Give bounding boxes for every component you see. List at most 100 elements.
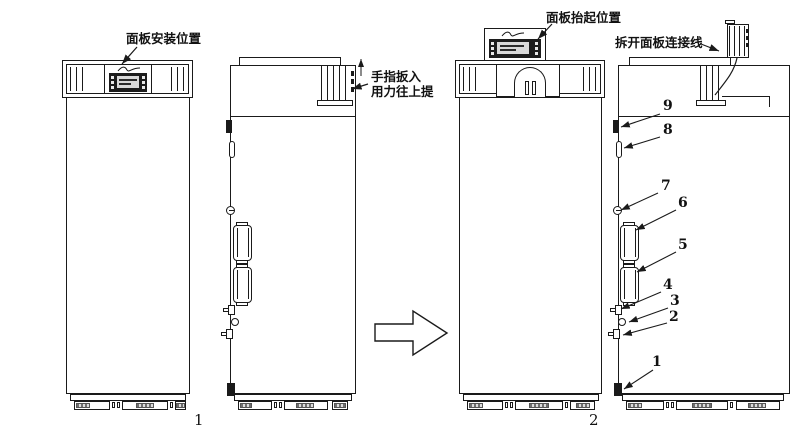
unit4-cap-step-h [722,96,770,97]
callout-number-7: 7 [661,178,671,194]
callout-number-2: 2 [669,309,679,325]
unit4-cap-divider [618,116,790,117]
callout-number-5: 5 [678,237,688,253]
unit1-foot-left [74,401,110,410]
unit1-display-screen [109,73,147,92]
brand-logo-icon [117,66,141,72]
unit1-lcd [117,76,139,88]
lifted-panel-strips [729,26,746,56]
unit3-cap-vent-right [583,67,597,91]
unit3-wire-terminal [532,81,536,95]
unit4-peg-head-item4 [615,305,622,315]
unit4-foot-conn [671,402,674,408]
label-finger-pull: 手指扳入 用力往上提 [371,69,434,99]
unit3-foot-conn [510,402,513,408]
unit1-foot-conn [117,402,120,408]
unit2-bracket-flange [236,260,248,264]
lifted-panel-latch [746,29,749,33]
unit4-handle-bracket-item5 [620,267,639,303]
unit3-base-plate [463,394,599,401]
detached-panel-screen [489,39,541,58]
figure-1-number: 1 [194,411,204,429]
unit4-foot-conn [666,402,669,408]
unit2-foot-center-pad [296,403,314,408]
unit4-cap-step-v [769,96,770,107]
unit2-panel-latch [351,87,354,92]
unit3-foot-conn [565,402,568,408]
label-finger-pull-line2: 用力往上提 [371,84,434,99]
unit1-foot-conn [112,402,115,408]
unit1-foot-right-pad [176,403,185,408]
unit2-screw [226,206,235,215]
unit4-panel-slot-edge [700,66,722,102]
unit4-side-clip-bottom-item1 [614,383,622,396]
figure-2-number: 2 [589,411,599,429]
unit3-foot-center-pad [529,403,549,408]
unit1-foot-center-pad [136,403,154,408]
callout-number-1: 1 [652,354,662,370]
unit1-body [66,97,190,394]
unit3-foot-left [467,401,503,410]
unit2-handle-bracket-upper [233,225,252,261]
callout-number-3: 3 [670,293,680,309]
unit4-peg-head-item2 [613,329,620,339]
unit4-panel-slot-ledge [696,100,726,106]
callout-number-9: 9 [663,98,673,114]
unit1-base-plate [70,394,186,401]
unit1-control-panel-module [104,64,152,94]
unit4-foot-right-pad [748,403,766,408]
unit2-foot-left-pad [240,403,252,408]
unit2-bracket-flange [236,302,248,306]
unit1-cap-vent-right [171,67,185,91]
unit2-screw-small [231,318,239,326]
unit2-panel-slot-edge [321,66,349,102]
unit4-foot-left-pad [628,403,642,408]
unit4-screw-small-item3 [618,318,626,326]
unit1-foot-left-pad [76,403,90,408]
unit2-peg-head [228,305,235,315]
unit2-side-clip-top [226,120,232,133]
unit2-side-clip-bottom [227,383,235,396]
callout-number-4: 4 [663,277,673,293]
unit4-foot-left [626,401,664,410]
process-flow-arrow-icon [374,309,449,357]
unit4-bracket-flange [623,302,635,306]
unit2-foot-conn [279,402,282,408]
label-panel-lift-position: 面板抬起位置 [546,10,622,25]
unit2-foot-right-pad [334,403,346,408]
unit3-foot-right-pad [576,403,590,408]
unit2-cap-divider [230,116,356,117]
unit2-foot-left [238,401,272,410]
lifted-panel-latch [746,36,749,40]
brand-logo-icon [501,31,525,37]
lifted-panel-latch [746,43,749,47]
unit2-panel-latch [351,79,354,84]
label-disconnect-panel-wire: 拆开面板连接线 [615,35,703,50]
unit3-body [459,97,602,394]
detached-panel-lcd [497,42,529,54]
label-panel-install-position: 面板安装位置 [126,31,202,46]
unit3-foot-left-pad [469,403,483,408]
unit4-side-oval-item8 [616,141,622,158]
unit4-handle-bracket-item6 [620,225,639,261]
unit2-side-oval [229,141,235,158]
unit2-base-plate [234,394,352,401]
unit1-foot-conn [170,402,173,408]
unit2-foot-conn [274,402,277,408]
unit4-foot-conn [730,402,733,408]
unit2-handle-bracket-lower [233,267,252,303]
unit2-panel-slot-ledge [317,100,353,106]
unit3-wire-terminal [525,81,529,95]
lifted-panel-lip [725,20,735,24]
unit4-side-clip-top-item9 [613,120,619,133]
callout-number-8: 8 [663,122,673,138]
unit1-cap-vent-left [70,67,84,91]
unit2-peg-head [226,329,233,339]
label-finger-pull-line1: 手指扳入 [371,69,422,84]
unit3-cap-vent-left [463,67,477,91]
unit4-base-plate [622,394,784,401]
unit3-cable-hole-dome [514,67,546,97]
unit4-screw-item7 [613,206,622,215]
unit3-foot-conn [505,402,508,408]
